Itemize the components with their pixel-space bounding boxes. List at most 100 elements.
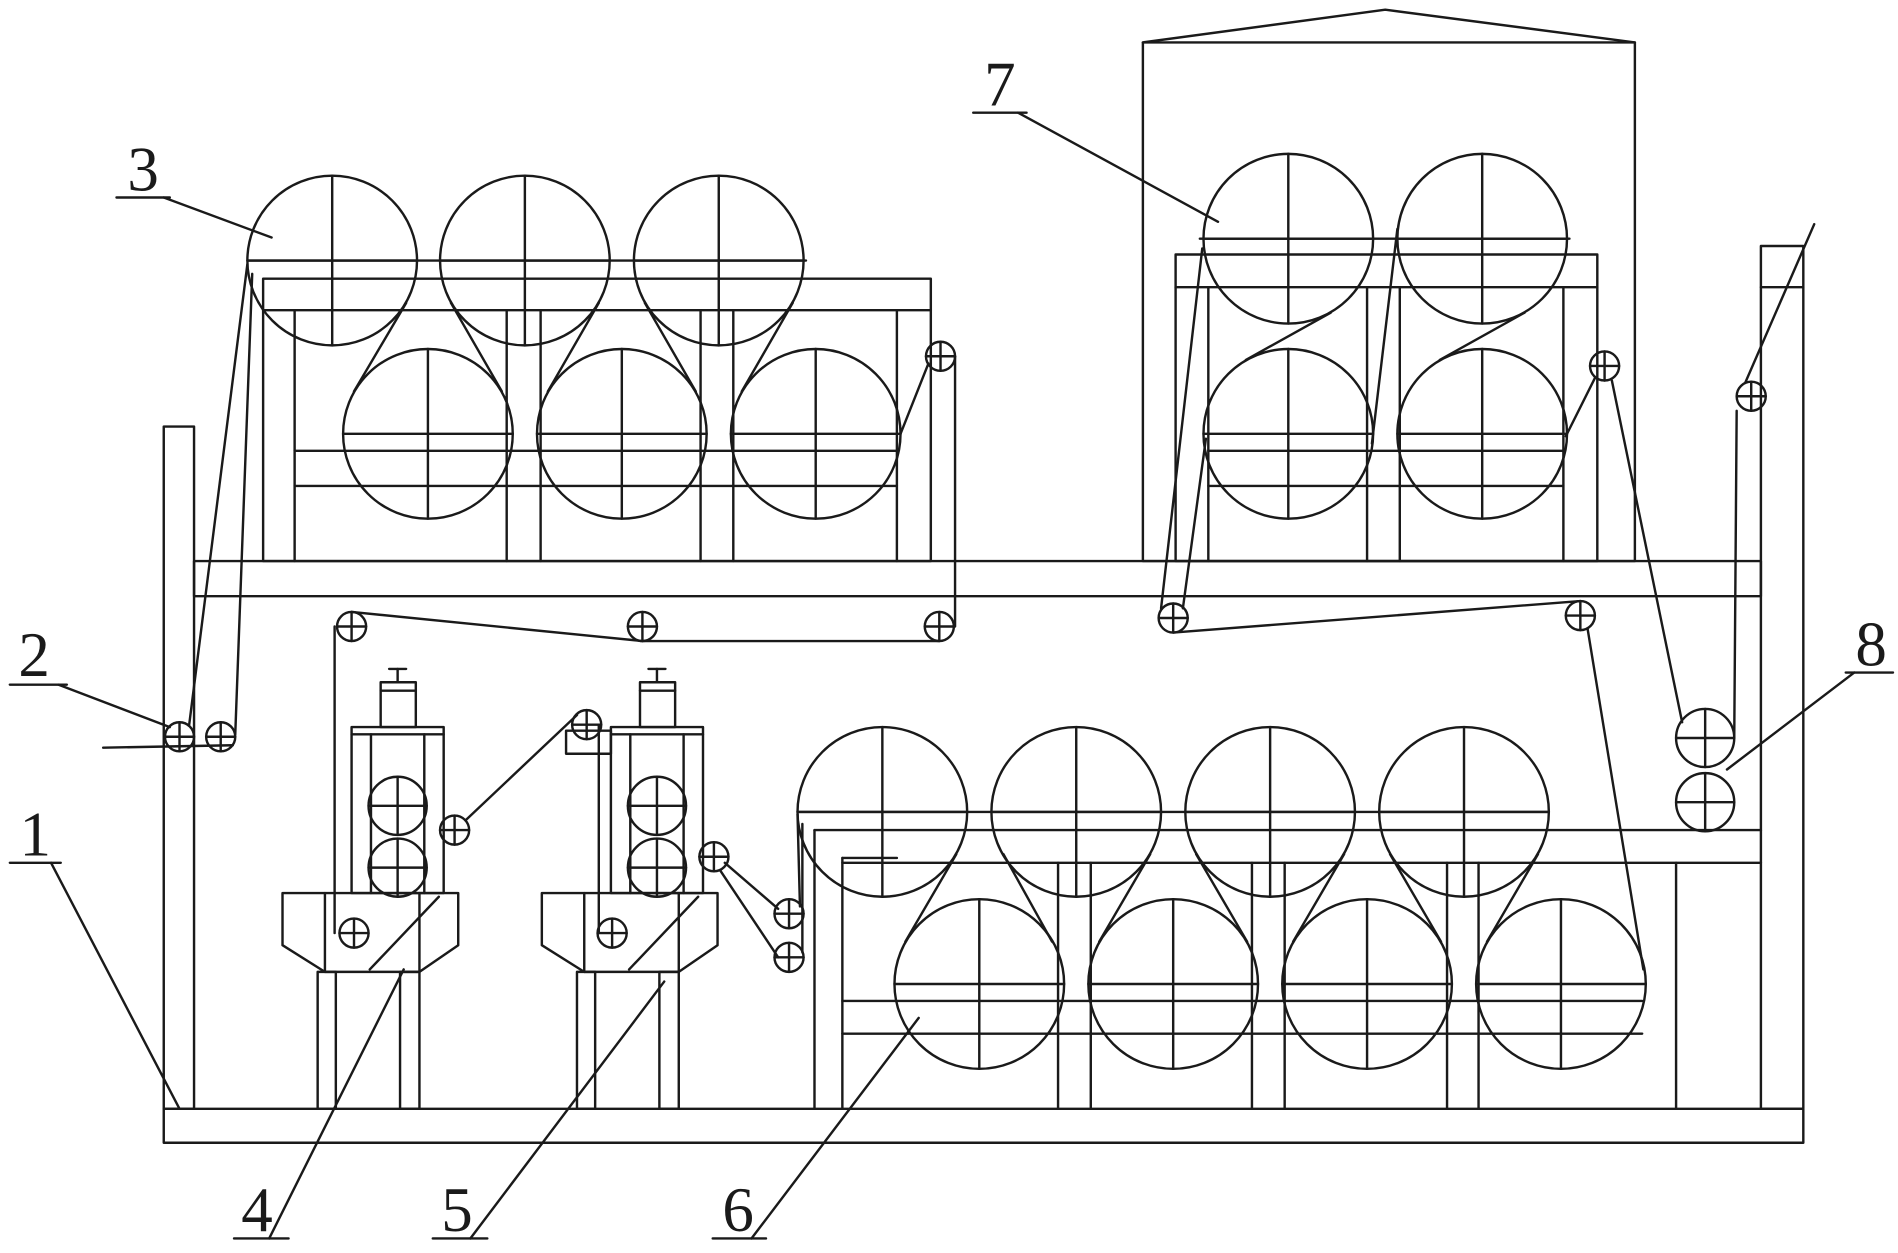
dryer-cylinder <box>1202 152 1375 325</box>
upper-beam <box>192 559 1763 598</box>
web-path-segment <box>899 362 930 436</box>
web-path-segment <box>1610 379 1684 724</box>
web-path-segment <box>1291 853 1346 943</box>
dryer-cylinder <box>729 347 902 520</box>
guide-roller <box>338 917 370 949</box>
web-path-segment <box>1733 409 1738 740</box>
guide-roller-cross-lines <box>1735 380 1767 413</box>
cylinder-cross-lines <box>893 897 1066 1071</box>
web-path-segment <box>904 853 958 943</box>
press-base-diagonal <box>368 895 441 971</box>
guide-roller <box>698 840 730 873</box>
leader-line <box>750 1016 920 1240</box>
web-path-segment <box>1438 311 1526 362</box>
guide-roller-cross-lines <box>338 917 370 949</box>
web-path-segment <box>1098 853 1152 943</box>
press-roll <box>367 775 428 837</box>
cylinder-cross-lines <box>1184 725 1357 898</box>
guide-roller <box>1157 602 1189 634</box>
web-path <box>101 222 1816 959</box>
press-leg <box>658 970 680 1111</box>
leader-line <box>1725 671 1856 771</box>
cylinder-cross-lines <box>796 725 969 898</box>
leader-line <box>57 683 172 729</box>
dryer-cylinder <box>632 174 805 347</box>
web-path-segment <box>1159 247 1204 610</box>
web-path-segment <box>643 301 697 393</box>
web-path-segment <box>740 301 794 393</box>
dryer-cylinder <box>1202 347 1375 520</box>
guide-roller <box>596 917 628 949</box>
press-unit-4 <box>281 667 460 1111</box>
callout-1: 1 <box>8 800 181 1111</box>
web-exit-line <box>1743 222 1816 385</box>
dryer-cylinder <box>535 347 708 520</box>
web-path-segment <box>718 868 780 959</box>
cylinder-cross-lines <box>1087 897 1260 1071</box>
cylinder-cross-lines <box>438 174 611 347</box>
press-roll-cross-lines <box>626 837 688 898</box>
web-path-segment <box>1370 227 1399 445</box>
web-path-segment <box>464 713 579 822</box>
guide-roller-cross-lines <box>1564 599 1597 632</box>
callout-number: 6 <box>722 1175 753 1245</box>
callout-number: 8 <box>1855 609 1887 679</box>
guide-roller <box>923 610 956 643</box>
leader-line <box>1016 111 1220 223</box>
nip-roller <box>1674 707 1736 769</box>
guide-roller <box>773 897 805 930</box>
dryer-cylinder <box>341 347 514 520</box>
right-post <box>1759 244 1805 1111</box>
web-path-segment <box>1171 599 1582 634</box>
leader-line <box>267 968 405 1240</box>
upper-left-dryer-section <box>246 174 933 563</box>
guide-roller-cross-lines <box>438 814 471 846</box>
cylinder-cross-lines <box>1474 897 1647 1071</box>
guide-roller <box>924 340 957 373</box>
web-path-segment <box>449 301 504 393</box>
hydraulic-cylinder <box>638 681 677 729</box>
callout-number: 1 <box>20 800 52 870</box>
upper-left-dryer-frame <box>261 277 933 563</box>
press-roll <box>626 837 688 898</box>
guide-roller <box>773 941 805 974</box>
nip-roller <box>1674 771 1736 833</box>
web-path-segment <box>352 301 408 393</box>
hydraulic-cylinder <box>379 681 418 729</box>
cylinder-cross-lines <box>632 174 805 347</box>
guide-roller-cross-lines <box>923 610 956 643</box>
upper-right-dryer-frame <box>1174 253 1599 563</box>
cylinder-cross-lines <box>1396 152 1569 325</box>
guide-rollers <box>163 340 1767 974</box>
guide-roller <box>335 610 368 643</box>
guide-roller-cross-lines <box>204 721 237 753</box>
cylinder-cross-lines <box>341 347 514 520</box>
web-path-segment <box>1194 853 1249 943</box>
dryer-cylinder <box>796 725 969 898</box>
dryer-cylinder <box>1396 152 1569 325</box>
press-unit-5 <box>540 667 719 1111</box>
guide-roller <box>1588 350 1621 382</box>
upper-right-dryer-section <box>1141 8 1637 610</box>
cylinder-cross-lines <box>1202 347 1375 520</box>
press-leg <box>575 970 597 1111</box>
guide-roller-cross-lines <box>163 721 196 753</box>
dryer-cylinder <box>990 725 1163 898</box>
nip-roller-cross-lines <box>1674 771 1736 833</box>
callout-number: 3 <box>127 134 159 204</box>
base-beam <box>162 1107 1805 1144</box>
web-path-segment <box>1002 853 1054 943</box>
cylinder-cross-lines <box>246 174 419 347</box>
dryer-cylinder <box>1377 725 1551 898</box>
press-side-bracket <box>564 729 613 755</box>
callout-number: 7 <box>984 49 1015 119</box>
dryer-cylinder <box>1474 897 1647 1071</box>
press-roll-cross-lines <box>626 775 688 837</box>
callout-4: 4 <box>232 968 405 1245</box>
leader-line <box>162 196 273 239</box>
guide-roller <box>204 721 237 753</box>
web-path-segment <box>546 301 601 393</box>
guide-roller-cross-lines <box>924 340 957 373</box>
guide-roller <box>570 708 603 741</box>
reference-labels: 1 2 3 4 5 6 7 <box>8 49 1895 1245</box>
